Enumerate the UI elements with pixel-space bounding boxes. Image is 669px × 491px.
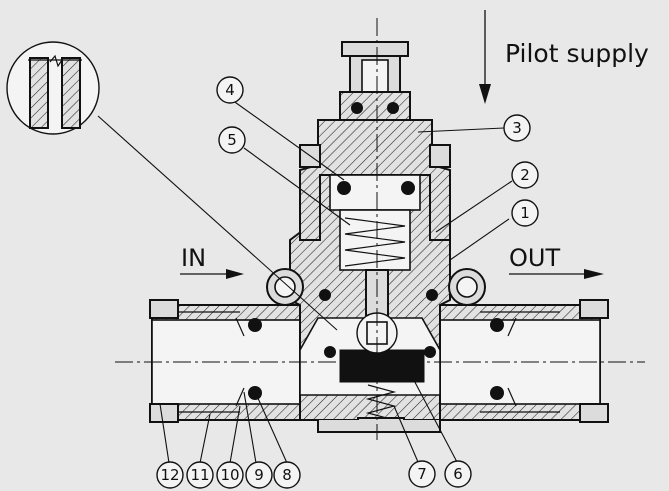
callout-5: 5 xyxy=(218,126,246,154)
svg-text:7: 7 xyxy=(417,465,427,483)
callout-6: 6 xyxy=(444,460,472,488)
svg-text:12: 12 xyxy=(160,466,179,484)
svg-text:8: 8 xyxy=(282,466,292,484)
in-arrow xyxy=(180,269,244,279)
leader-lines xyxy=(159,99,513,464)
callout-4: 4 xyxy=(216,76,244,104)
callout-12: 12 xyxy=(156,461,184,489)
callout-9: 9 xyxy=(245,461,273,489)
detail-view xyxy=(6,41,338,331)
pilot-supply-arrow xyxy=(479,10,491,104)
callout-8: 8 xyxy=(273,461,301,489)
svg-text:9: 9 xyxy=(254,466,264,484)
callout-2: 2 xyxy=(511,161,539,189)
callout-11: 11 xyxy=(186,461,214,489)
svg-text:6: 6 xyxy=(453,465,463,483)
callout-1: 1 xyxy=(511,199,539,227)
svg-text:1: 1 xyxy=(520,204,530,222)
svg-text:5: 5 xyxy=(227,131,237,149)
out-arrow xyxy=(509,269,604,279)
pilot-port xyxy=(339,41,411,121)
svg-text:3: 3 xyxy=(512,119,522,137)
callout-10: 10 xyxy=(216,461,244,489)
svg-text:2: 2 xyxy=(520,166,530,184)
in-label: IN xyxy=(181,244,206,272)
callout-3: 3 xyxy=(503,114,531,142)
svg-text:10: 10 xyxy=(220,466,239,484)
svg-text:11: 11 xyxy=(190,466,209,484)
callout-7: 7 xyxy=(408,460,436,488)
out-label: OUT xyxy=(509,244,560,272)
svg-text:4: 4 xyxy=(225,81,235,99)
pilot-supply-label: Pilot supply xyxy=(505,39,649,68)
